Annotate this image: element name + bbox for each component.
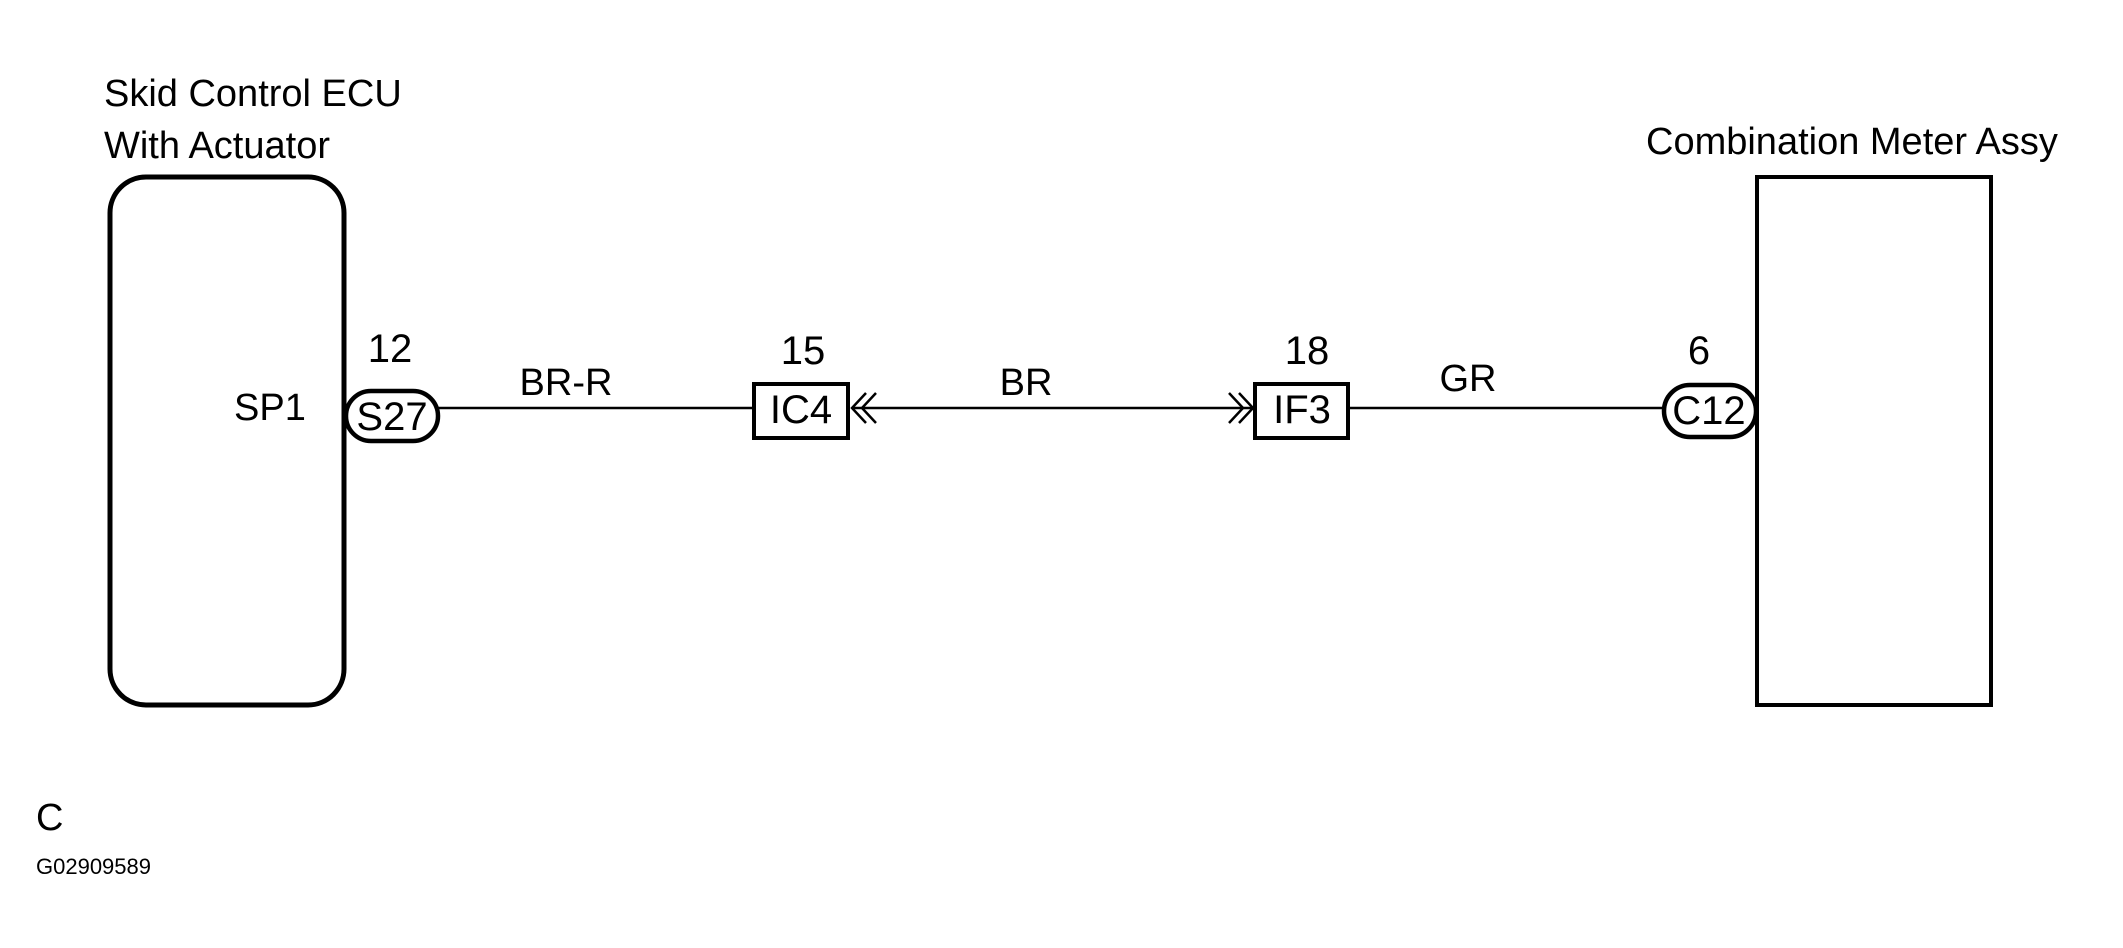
if3-connector-box (1253, 382, 1350, 440)
ecu-box (107, 174, 347, 708)
ecu-connector-oval (343, 388, 441, 444)
if3-connector-label: IF3 (1273, 388, 1331, 432)
ecu-title-line2: With Actuator (104, 125, 330, 167)
figure-id: G02909589 (36, 854, 151, 879)
ecu-pin-label: SP1 (234, 387, 306, 429)
ic4-pin-number: 15 (781, 329, 826, 373)
if3-pin-number: 18 (1285, 329, 1330, 373)
footer-code: C (36, 797, 63, 839)
wire-label-br: BR (1000, 362, 1053, 404)
ecu-title-line1: Skid Control ECU (104, 73, 402, 115)
wire-label-br-r: BR-R (520, 362, 613, 404)
ecu-pin-number: 12 (368, 327, 413, 371)
meter-box (1755, 175, 1993, 707)
meter-title: Combination Meter Assy (1646, 121, 2058, 163)
meter-pin-number: 6 (1688, 329, 1710, 373)
ecu-connector-label: S27 (356, 395, 427, 439)
meter-connector-label: C12 (1672, 389, 1745, 433)
ic4-connector-box (752, 382, 850, 440)
wire-label-gr: GR (1440, 358, 1497, 400)
ic4-connector-label: IC4 (770, 388, 832, 432)
